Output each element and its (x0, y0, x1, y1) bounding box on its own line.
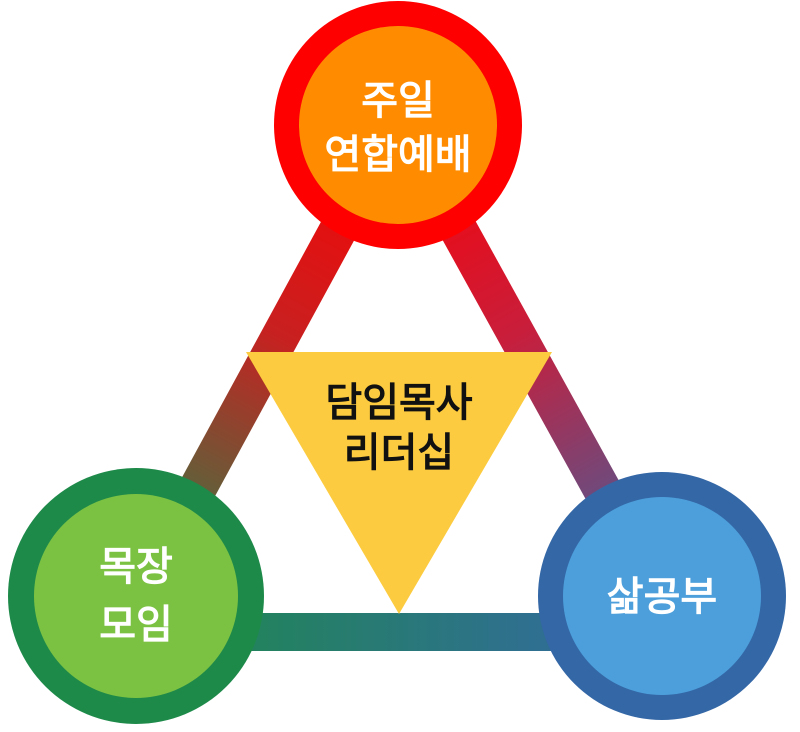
node-label-line2: 연합예배 (324, 132, 471, 178)
node-small-group: 목장 모임 (8, 468, 264, 724)
node-fill (299, 26, 497, 224)
node-sunday-worship: 주일 연합예배 (274, 1, 522, 249)
center-label-line1: 담임목사 (325, 380, 472, 426)
center-label-line2: 리더십 (344, 430, 454, 476)
node-label-line1: 삶공부 (607, 574, 717, 620)
node-life-study: 삶공부 (538, 472, 786, 720)
center-triangle (246, 352, 552, 614)
node-label-line1: 목장 (99, 544, 173, 590)
node-label-line2: 모임 (99, 602, 173, 648)
node-label-line1: 주일 (361, 78, 435, 124)
node-fill (563, 497, 761, 695)
node-fill (34, 494, 238, 698)
